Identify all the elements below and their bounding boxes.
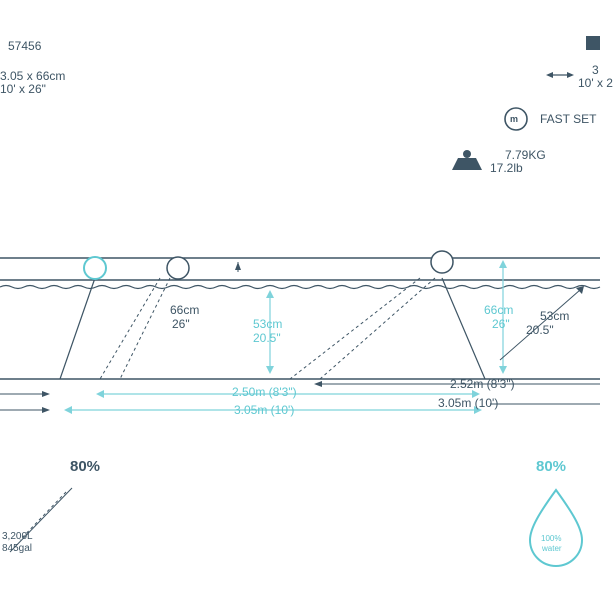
right-width-arrow [314,381,322,387]
left-height-cm: 66cm [170,303,200,317]
weight-icon [452,158,482,170]
water-drop-icon [528,488,584,567]
right-height-cm: 66cm [484,303,514,317]
weight-kg: 7.79KG [505,148,546,162]
pool-right-strut [319,277,436,380]
right-height-in: 26" [492,317,510,331]
dims-right-arrow-left [546,72,553,78]
left-height-in: 26" [172,317,190,331]
right-water-cm: 53cm [540,309,570,323]
left-dim-arrow-1 [42,391,50,397]
pool-ring-left-inner [166,256,190,280]
dims-right-arrow-right [567,72,574,78]
capacity-left-line-2 [19,491,67,541]
pool-diagram [0,36,601,567]
pool-right-inner-wall [289,277,421,380]
right-height-arrow-top [499,260,507,268]
weight-lb: 17.2lb [490,161,523,175]
capacity-left-percent: 80% [70,458,101,475]
capacity-right-percent: 80% [536,458,567,475]
right-width-inner: 2.52m (8'3") [450,377,515,391]
center-height-cm: 53cm [253,317,283,331]
drop-text-2: water [542,544,562,553]
pool-left-inner-wall [99,277,161,380]
water-wave [0,284,601,290]
left-dim-arrow-2 [42,407,50,413]
weight-icon-handle [463,150,471,158]
center-height-in: 20.5" [253,331,281,345]
drop-text-1: 100% [541,534,562,543]
right-width-outer: 3.05m (10') [438,396,499,410]
right-height-arrow-bottom [499,366,507,374]
right-water-line [499,289,581,361]
bottom-width-outer: 3.05m (10') [234,403,295,417]
width-inner-arrow-left [96,390,104,398]
right-water-arrow [576,286,584,294]
left-height-arrow [235,262,241,270]
capacity-volume-l: 3,200L [2,531,33,542]
right-water-in: 20.5" [526,323,554,337]
center-height-arrow-bottom [266,366,274,374]
fast-set-label: FAST SET [540,112,597,126]
hash-icon [586,36,600,50]
fast-set-icon-text: m [510,114,519,124]
size-line-2: 10' x 26" [0,82,46,96]
dims-right-line-1: 3 [592,63,599,77]
size-line-1: 3.05 x 66cm [0,69,66,83]
pool-left-strut [119,277,171,380]
width-inner-arrow-right [472,390,480,398]
pool-left-wall [59,277,96,380]
dims-right-line-2: 10' x 2 [578,76,613,90]
bottom-width-inner: 2.50m (8'3") [232,385,297,399]
center-height-arrow-top [266,290,274,298]
width-outer-arrow-left [64,406,72,414]
model-code: 57456 [8,39,42,53]
pool-right-wall [441,277,486,380]
pool-ring-right [430,250,454,274]
width-outer-arrow-right [474,406,482,414]
fast-set-icon [504,107,528,131]
capacity-left-line [9,487,73,553]
capacity-volume-gal: 845gal [2,543,33,554]
pool-ring-left [83,256,107,280]
